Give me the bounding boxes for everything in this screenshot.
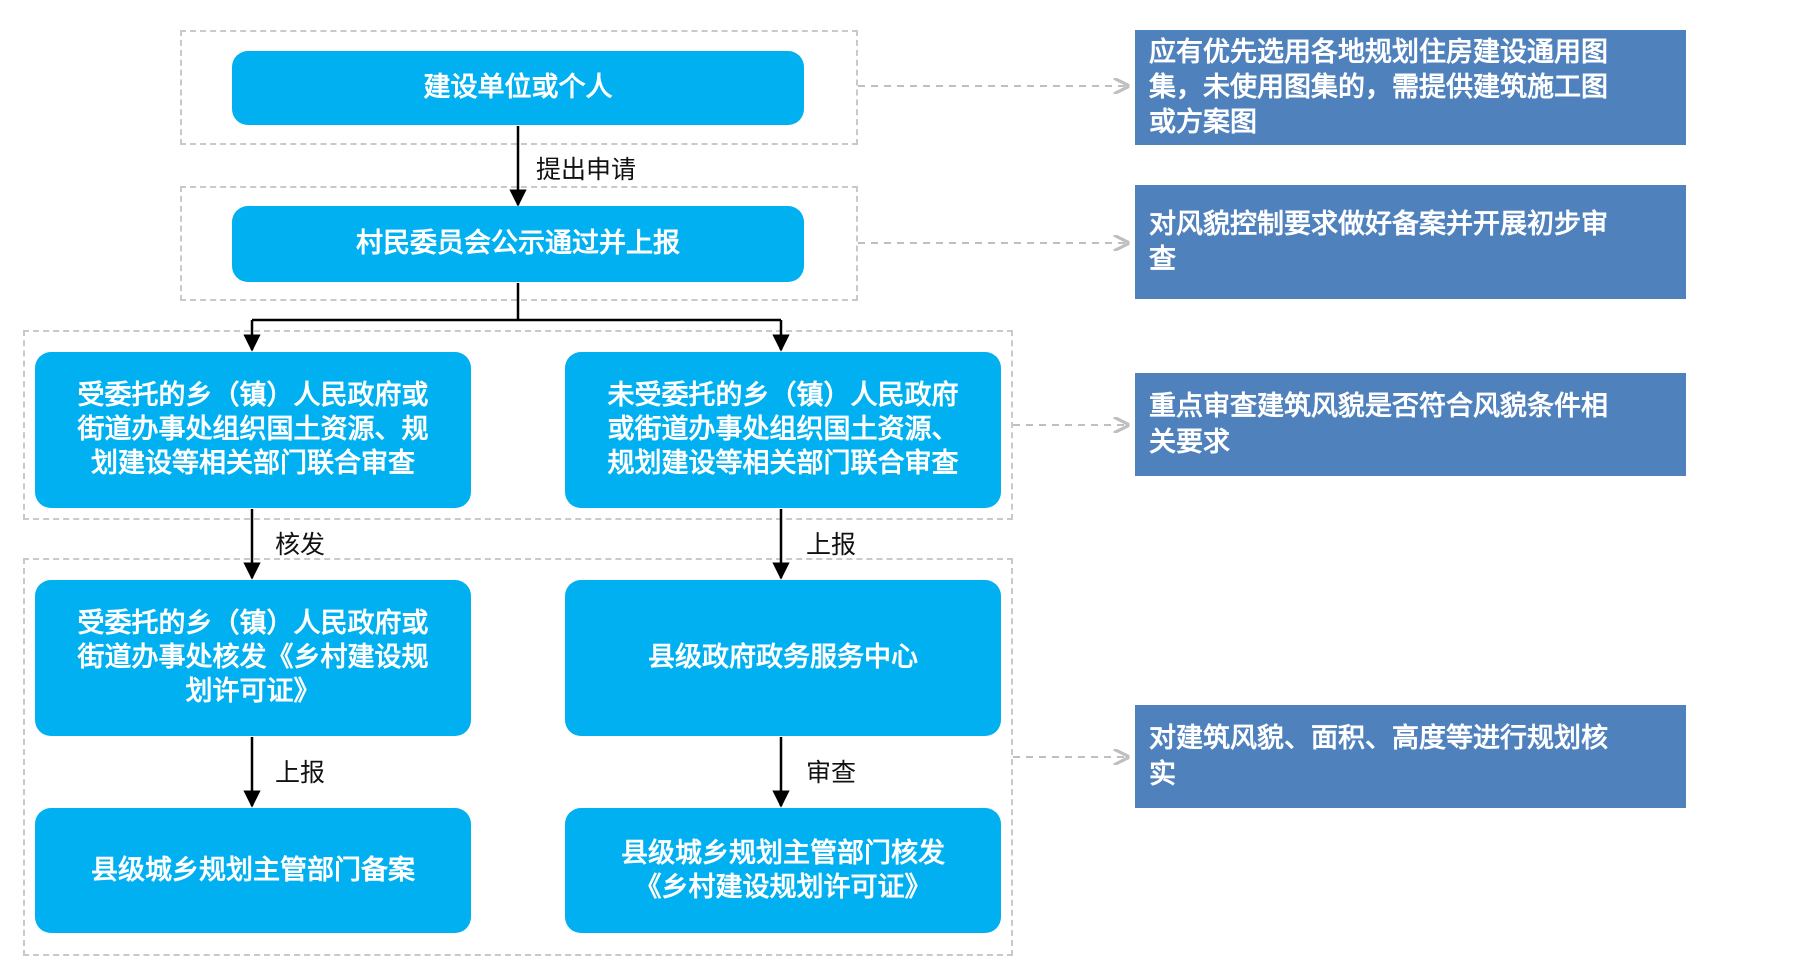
note-verification: 对建筑风貌、面积、高度等进行规划核 实 xyxy=(1135,705,1686,808)
group-joint-review xyxy=(23,330,1013,520)
label-submit-application: 提出申请 xyxy=(536,155,637,184)
node-applicant: 建设单位或个人 xyxy=(232,51,804,125)
node-unentrusted-review: 未受委托的乡（镇）人民政府 或街道办事处组织国土资源、 规划建设等相关部门联合审… xyxy=(565,352,1001,508)
node-county-issue: 县级城乡规划主管部门核发 《乡村建设规划许可证》 xyxy=(565,808,1001,933)
note-filing-preliminary: 对风貌控制要求做好备案并开展初步审 查 xyxy=(1135,185,1686,299)
note-drawings: 应有优先选用各地规划住房建设通用图 集，未使用图集的，需提供建筑施工图 或方案图 xyxy=(1135,30,1686,145)
node-entrusted-issue: 受委托的乡（镇）人民政府或 街道办事处核发《乡村建设规 划许可证》 xyxy=(35,580,471,736)
node-entrusted-review: 受委托的乡（镇）人民政府或 街道办事处组织国土资源、规 划建设等相关部门联合审查 xyxy=(35,352,471,508)
group-issue-verify xyxy=(23,558,1013,956)
node-county-service-center: 县级政府政务服务中心 xyxy=(565,580,1001,736)
label-report-left: 上报 xyxy=(275,758,326,787)
label-review: 审查 xyxy=(806,758,857,787)
label-report-right: 上报 xyxy=(806,530,857,559)
node-village-committee: 村民委员会公示通过并上报 xyxy=(232,206,804,282)
note-style-review: 重点审查建筑风貌是否符合风貌条件相 关要求 xyxy=(1135,373,1686,476)
label-issue: 核发 xyxy=(275,530,326,559)
node-county-filing: 县级城乡规划主管部门备案 xyxy=(35,808,471,933)
